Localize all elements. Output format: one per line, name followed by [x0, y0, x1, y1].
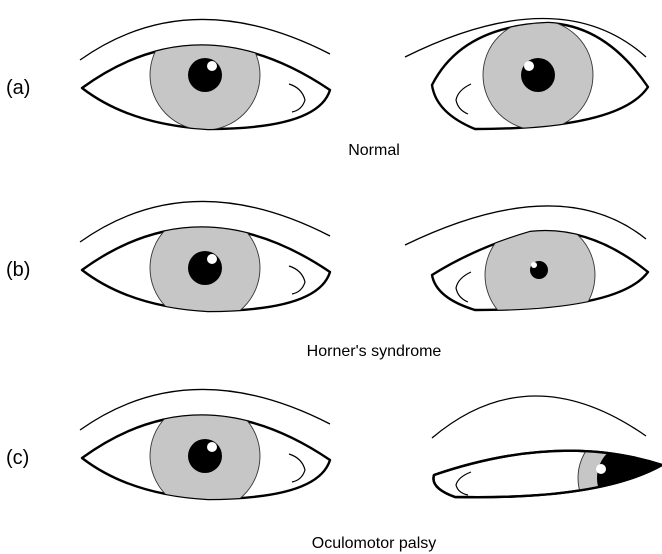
- corneal-highlight: [207, 442, 217, 452]
- row-label-b: (b): [6, 259, 30, 281]
- left-eye-c: [432, 396, 662, 528]
- upper-eyelid-crease: [432, 396, 646, 438]
- caption-c: Oculomotor palsy: [312, 535, 437, 552]
- left-eye-a: [405, 19, 648, 131]
- pupil: [188, 58, 222, 92]
- pupil: [188, 439, 222, 473]
- right-eye-a: [80, 19, 330, 130]
- pupil: [188, 251, 222, 285]
- left-eye-b: [405, 206, 648, 330]
- right-eye-b: [80, 201, 330, 323]
- corneal-highlight: [524, 61, 534, 71]
- row-a: (a) Normal: [6, 19, 648, 160]
- corneal-highlight: [207, 254, 217, 264]
- row-label-c: (c): [6, 447, 29, 469]
- caption-b: Horner's syndrome: [307, 343, 442, 360]
- row-label-a: (a): [6, 77, 30, 99]
- corneal-highlight: [207, 61, 217, 71]
- corneal-highlight: [596, 464, 606, 474]
- corneal-highlight: [531, 262, 537, 268]
- caption-a: Normal: [348, 142, 400, 159]
- row-b: (b) Horner's syndrome: [6, 201, 648, 360]
- row-c: (c) Oculomotor palsy: [6, 389, 662, 552]
- right-eye-c: [80, 389, 330, 511]
